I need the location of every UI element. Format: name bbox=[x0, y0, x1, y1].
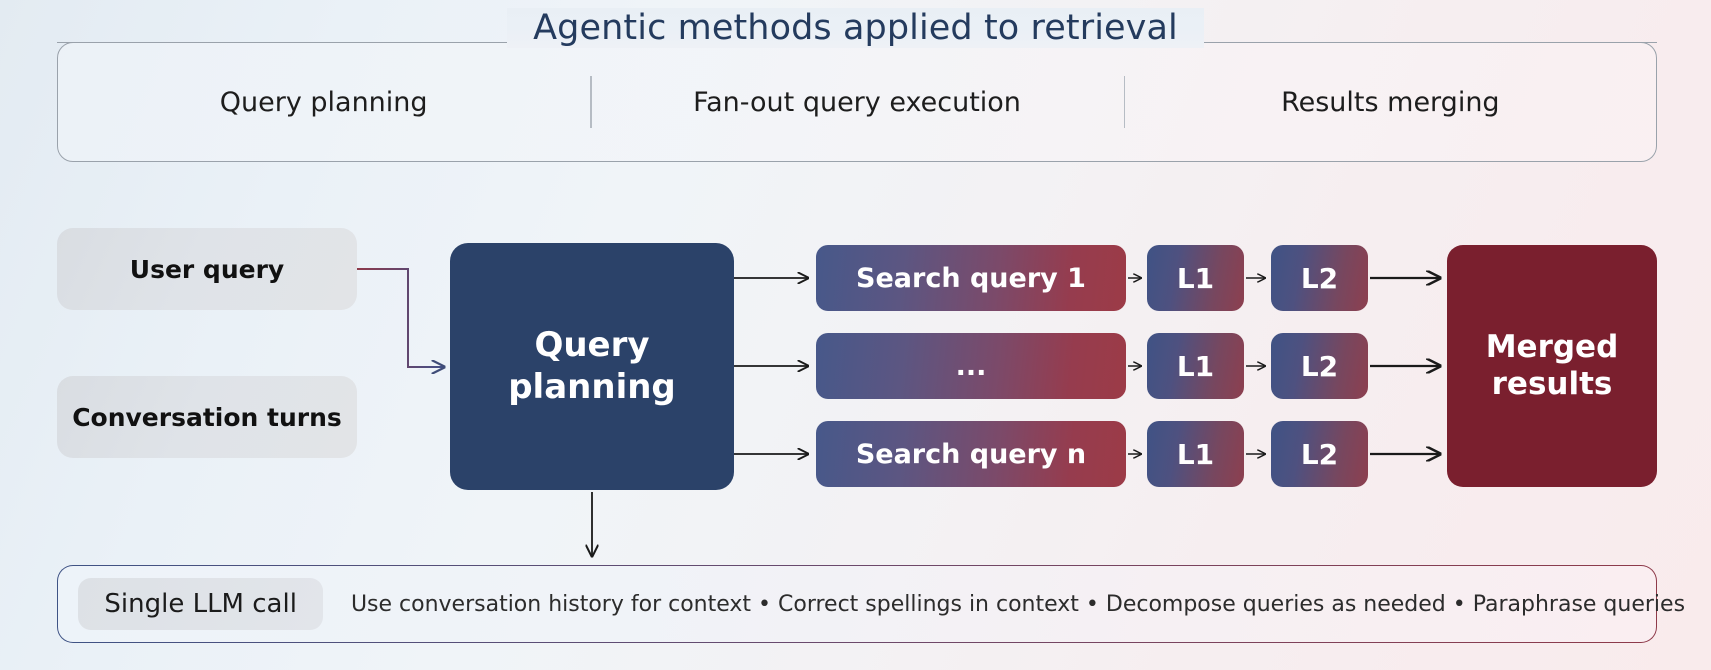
title-rule-right bbox=[1180, 42, 1657, 44]
node-label: Search query 1 bbox=[856, 262, 1086, 294]
stage-node-l2-row1[interactable]: L2 bbox=[1271, 245, 1368, 311]
node-label-line2: planning bbox=[508, 366, 676, 407]
llm-call-details-text: Use conversation history for context • C… bbox=[350, 591, 1686, 617]
single-llm-call-label: Single LLM call bbox=[104, 589, 297, 619]
search-query-node-1[interactable]: Search query 1 bbox=[816, 245, 1126, 311]
header-column-query-planning: Query planning bbox=[57, 87, 590, 118]
header-column-list: Query planning Fan-out query execution R… bbox=[57, 42, 1657, 162]
input-node-conversation-turns[interactable]: Conversation turns bbox=[57, 376, 357, 458]
single-llm-call-panel: Single LLM call Use conversation history… bbox=[57, 565, 1685, 643]
stage-node-l1-row2[interactable]: L1 bbox=[1147, 333, 1244, 399]
node-label: User query bbox=[129, 254, 285, 284]
stage-node-l1-row1[interactable]: L1 bbox=[1147, 245, 1244, 311]
node-label: Conversation turns bbox=[72, 402, 342, 432]
stage-node-l2-row2[interactable]: L2 bbox=[1271, 333, 1368, 399]
output-node-merged-results[interactable]: Merged results bbox=[1447, 245, 1657, 487]
node-label: L2 bbox=[1300, 349, 1339, 383]
header-column-results-merging: Results merging bbox=[1124, 87, 1657, 118]
search-query-node-ellipsis[interactable]: ... bbox=[816, 333, 1126, 399]
search-query-node-n[interactable]: Search query n bbox=[816, 421, 1126, 487]
header-column-label: Query planning bbox=[219, 86, 428, 118]
node-label: L1 bbox=[1176, 349, 1215, 383]
node-label: Search query n bbox=[855, 438, 1087, 470]
stage-node-l1-row3[interactable]: L1 bbox=[1147, 421, 1244, 487]
header-column-fan-out-query-execution: Fan-out query execution bbox=[590, 87, 1123, 118]
node-label: ... bbox=[955, 350, 987, 382]
node-label-line1: Query bbox=[534, 325, 650, 366]
header-column-label: Fan-out query execution bbox=[693, 86, 1021, 118]
node-label-line1: Merged bbox=[1485, 328, 1619, 365]
single-llm-call-panel-inner: Single LLM call Use conversation history… bbox=[58, 566, 1685, 642]
title-rule-left bbox=[57, 42, 537, 44]
input-node-user-query[interactable]: User query bbox=[57, 228, 357, 310]
node-label-block: Merged results bbox=[1486, 329, 1619, 403]
node-label-line2: results bbox=[1491, 366, 1613, 402]
process-node-query-planning[interactable]: Query planning bbox=[450, 243, 734, 490]
node-label-block: Query planning bbox=[508, 325, 676, 408]
stage-node-l2-row3[interactable]: L2 bbox=[1271, 421, 1368, 487]
node-label: L1 bbox=[1176, 437, 1215, 471]
header-column-label: Results merging bbox=[1281, 86, 1500, 118]
node-label: L2 bbox=[1300, 437, 1339, 471]
node-label: L2 bbox=[1300, 261, 1339, 295]
single-llm-call-badge: Single LLM call bbox=[78, 578, 323, 630]
node-label: L1 bbox=[1176, 261, 1215, 295]
